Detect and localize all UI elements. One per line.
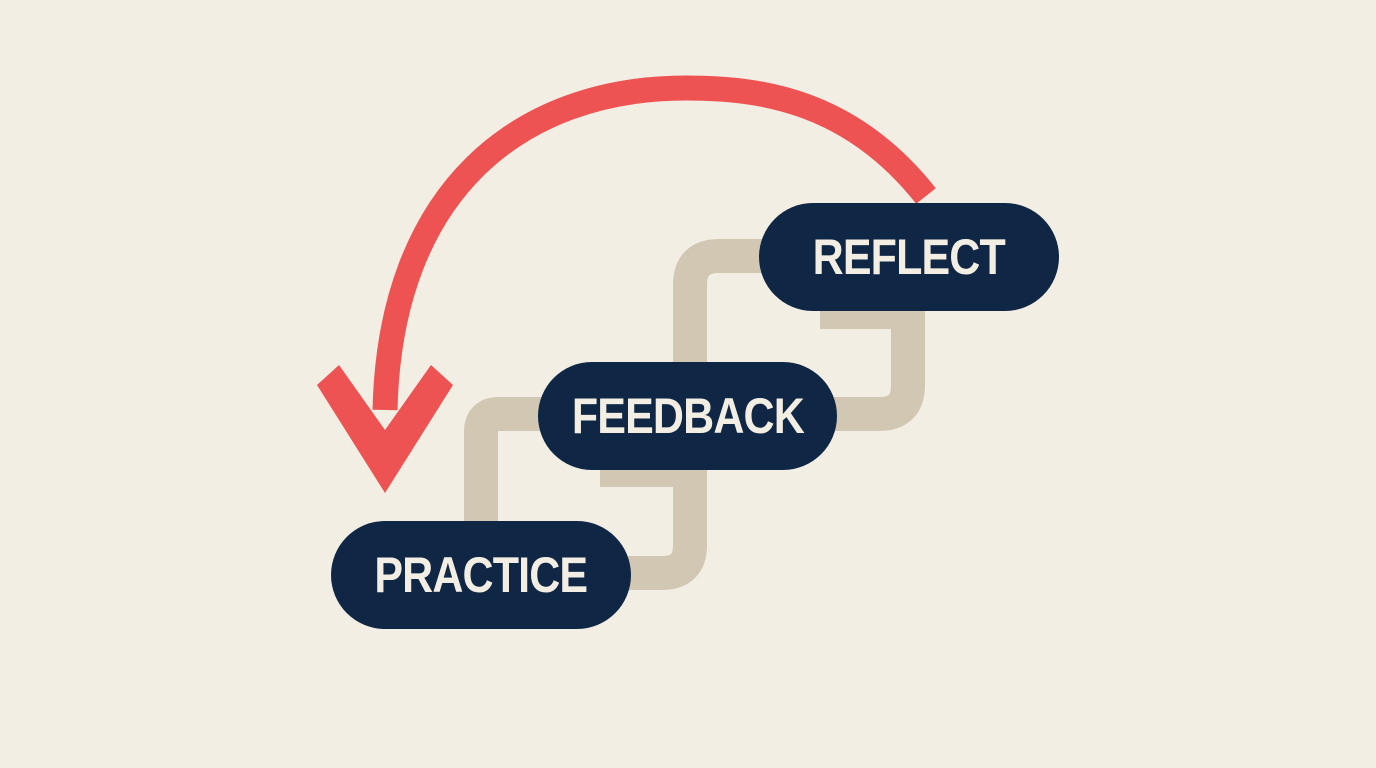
loop-arrow-shaft	[372, 75, 936, 411]
step-practice-label: PRACTICE	[374, 547, 589, 603]
loop-arrow-head	[317, 365, 453, 493]
step-practice: PRACTICE	[331, 521, 631, 629]
step-reflect: REFLECT	[759, 203, 1059, 311]
connector-practice-feedback	[464, 397, 707, 590]
step-reflect-label: REFLECT	[812, 229, 1006, 285]
step-feedback: FEEDBACK	[538, 362, 837, 470]
step-feedback-label: FEEDBACK	[571, 388, 804, 444]
connector-feedback-reflect	[673, 239, 925, 431]
